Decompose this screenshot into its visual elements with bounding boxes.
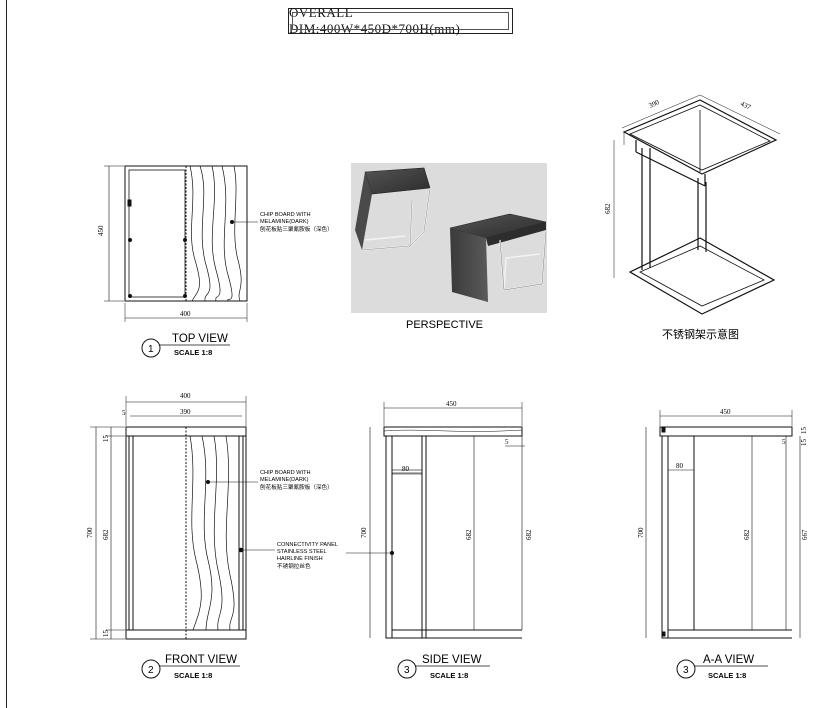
connectivity-note-1: CONNECTIVITY PANEL (277, 542, 338, 548)
side-view-number: 3 (404, 665, 410, 676)
top-view-frame (128, 169, 186, 298)
front-inner-width-dim: 390 (180, 408, 191, 416)
iso-height-dim: 682 (604, 203, 612, 214)
aa-small-dim: 5 (782, 438, 786, 446)
front-width-dim: 400 (180, 392, 191, 400)
iso-width-dim: 390 (648, 98, 661, 110)
aa-thickness-dim-1: 15 (800, 427, 808, 435)
front-chip-board-note-2: MELAMINE(DARK) (260, 477, 309, 483)
aa-depth-dim: 450 (720, 408, 731, 416)
front-top-thickness-dim: 15 (102, 435, 110, 443)
aa-thickness-dim-2: 15 (800, 439, 808, 447)
top-view-number: 1 (148, 344, 154, 355)
chip-board-note-3: 刨花板贴三聚氰胺板（深色） (260, 225, 333, 233)
top-view-title: TOP VIEW (172, 333, 228, 345)
isometric-frame (613, 94, 781, 315)
side-small-dim: 5 (505, 438, 509, 446)
chip-board-note-1: CHIP BOARD WITH (260, 212, 311, 218)
perspective-label: PERSPECTIVE (406, 319, 483, 331)
aa-view-title: A-A VIEW (703, 654, 754, 666)
top-view-scale: SCALE 1:8 (174, 348, 212, 357)
front-inner-height-dim: 682 (102, 529, 110, 540)
perspective-render (351, 163, 547, 313)
aa-leg-dim: 80 (676, 462, 684, 470)
side-height-dim: 700 (360, 527, 368, 538)
front-view (90, 396, 275, 679)
top-view-number-circle (141, 338, 161, 358)
top-width-dim: 400 (180, 310, 191, 318)
aa-outer-height-dim: 667 (801, 529, 809, 540)
aa-view-scale: SCALE 1:8 (708, 671, 746, 680)
aa-inner-height-dim: 682 (743, 529, 751, 540)
frame-illustration-label: 不锈钢架示意图 (662, 327, 739, 341)
side-leg-dim: 80 (402, 465, 410, 473)
front-view-title: FRONT VIEW (165, 654, 237, 666)
drawing-border (6, 0, 7, 708)
aa-height-dim: 700 (637, 527, 645, 538)
side-inner-height-dim-2: 682 (525, 529, 533, 540)
side-view (346, 402, 525, 679)
connectivity-note-2: STAINLESS STEEL (277, 549, 327, 555)
front-height-dim: 700 (86, 527, 94, 538)
aa-view (645, 410, 801, 679)
connectivity-note-3: HAIRLINE FINISH (277, 556, 323, 562)
aa-view-number: 3 (683, 665, 689, 676)
side-inner-height-dim-1: 682 (465, 529, 473, 540)
top-depth-dim: 450 (97, 225, 105, 236)
front-bottom-thickness-dim: 15 (102, 630, 110, 638)
side-view-title: SIDE VIEW (422, 654, 482, 666)
front-chip-board-note-3: 刨花板贴三聚氰胺板（深色） (260, 483, 333, 491)
top-view (104, 165, 258, 358)
side-depth-dim: 450 (446, 400, 457, 408)
front-view-scale: SCALE 1:8 (174, 671, 212, 680)
chip-board-note-2: MELAMINE(DARK) (260, 219, 309, 225)
top-view-wood-grain (189, 165, 242, 302)
iso-depth-dim: 437 (739, 100, 752, 112)
front-chip-board-note-1: CHIP BOARD WITH (260, 470, 311, 476)
overall-dimension-title: OVERALL DIM:400W*450D*700H(mm) (288, 5, 513, 36)
front-view-number: 2 (148, 665, 154, 676)
front-side-small-dim: 5 (122, 409, 126, 417)
connectivity-note-4: 不锈钢拉丝色 (277, 562, 311, 570)
side-view-scale: SCALE 1:8 (430, 671, 468, 680)
